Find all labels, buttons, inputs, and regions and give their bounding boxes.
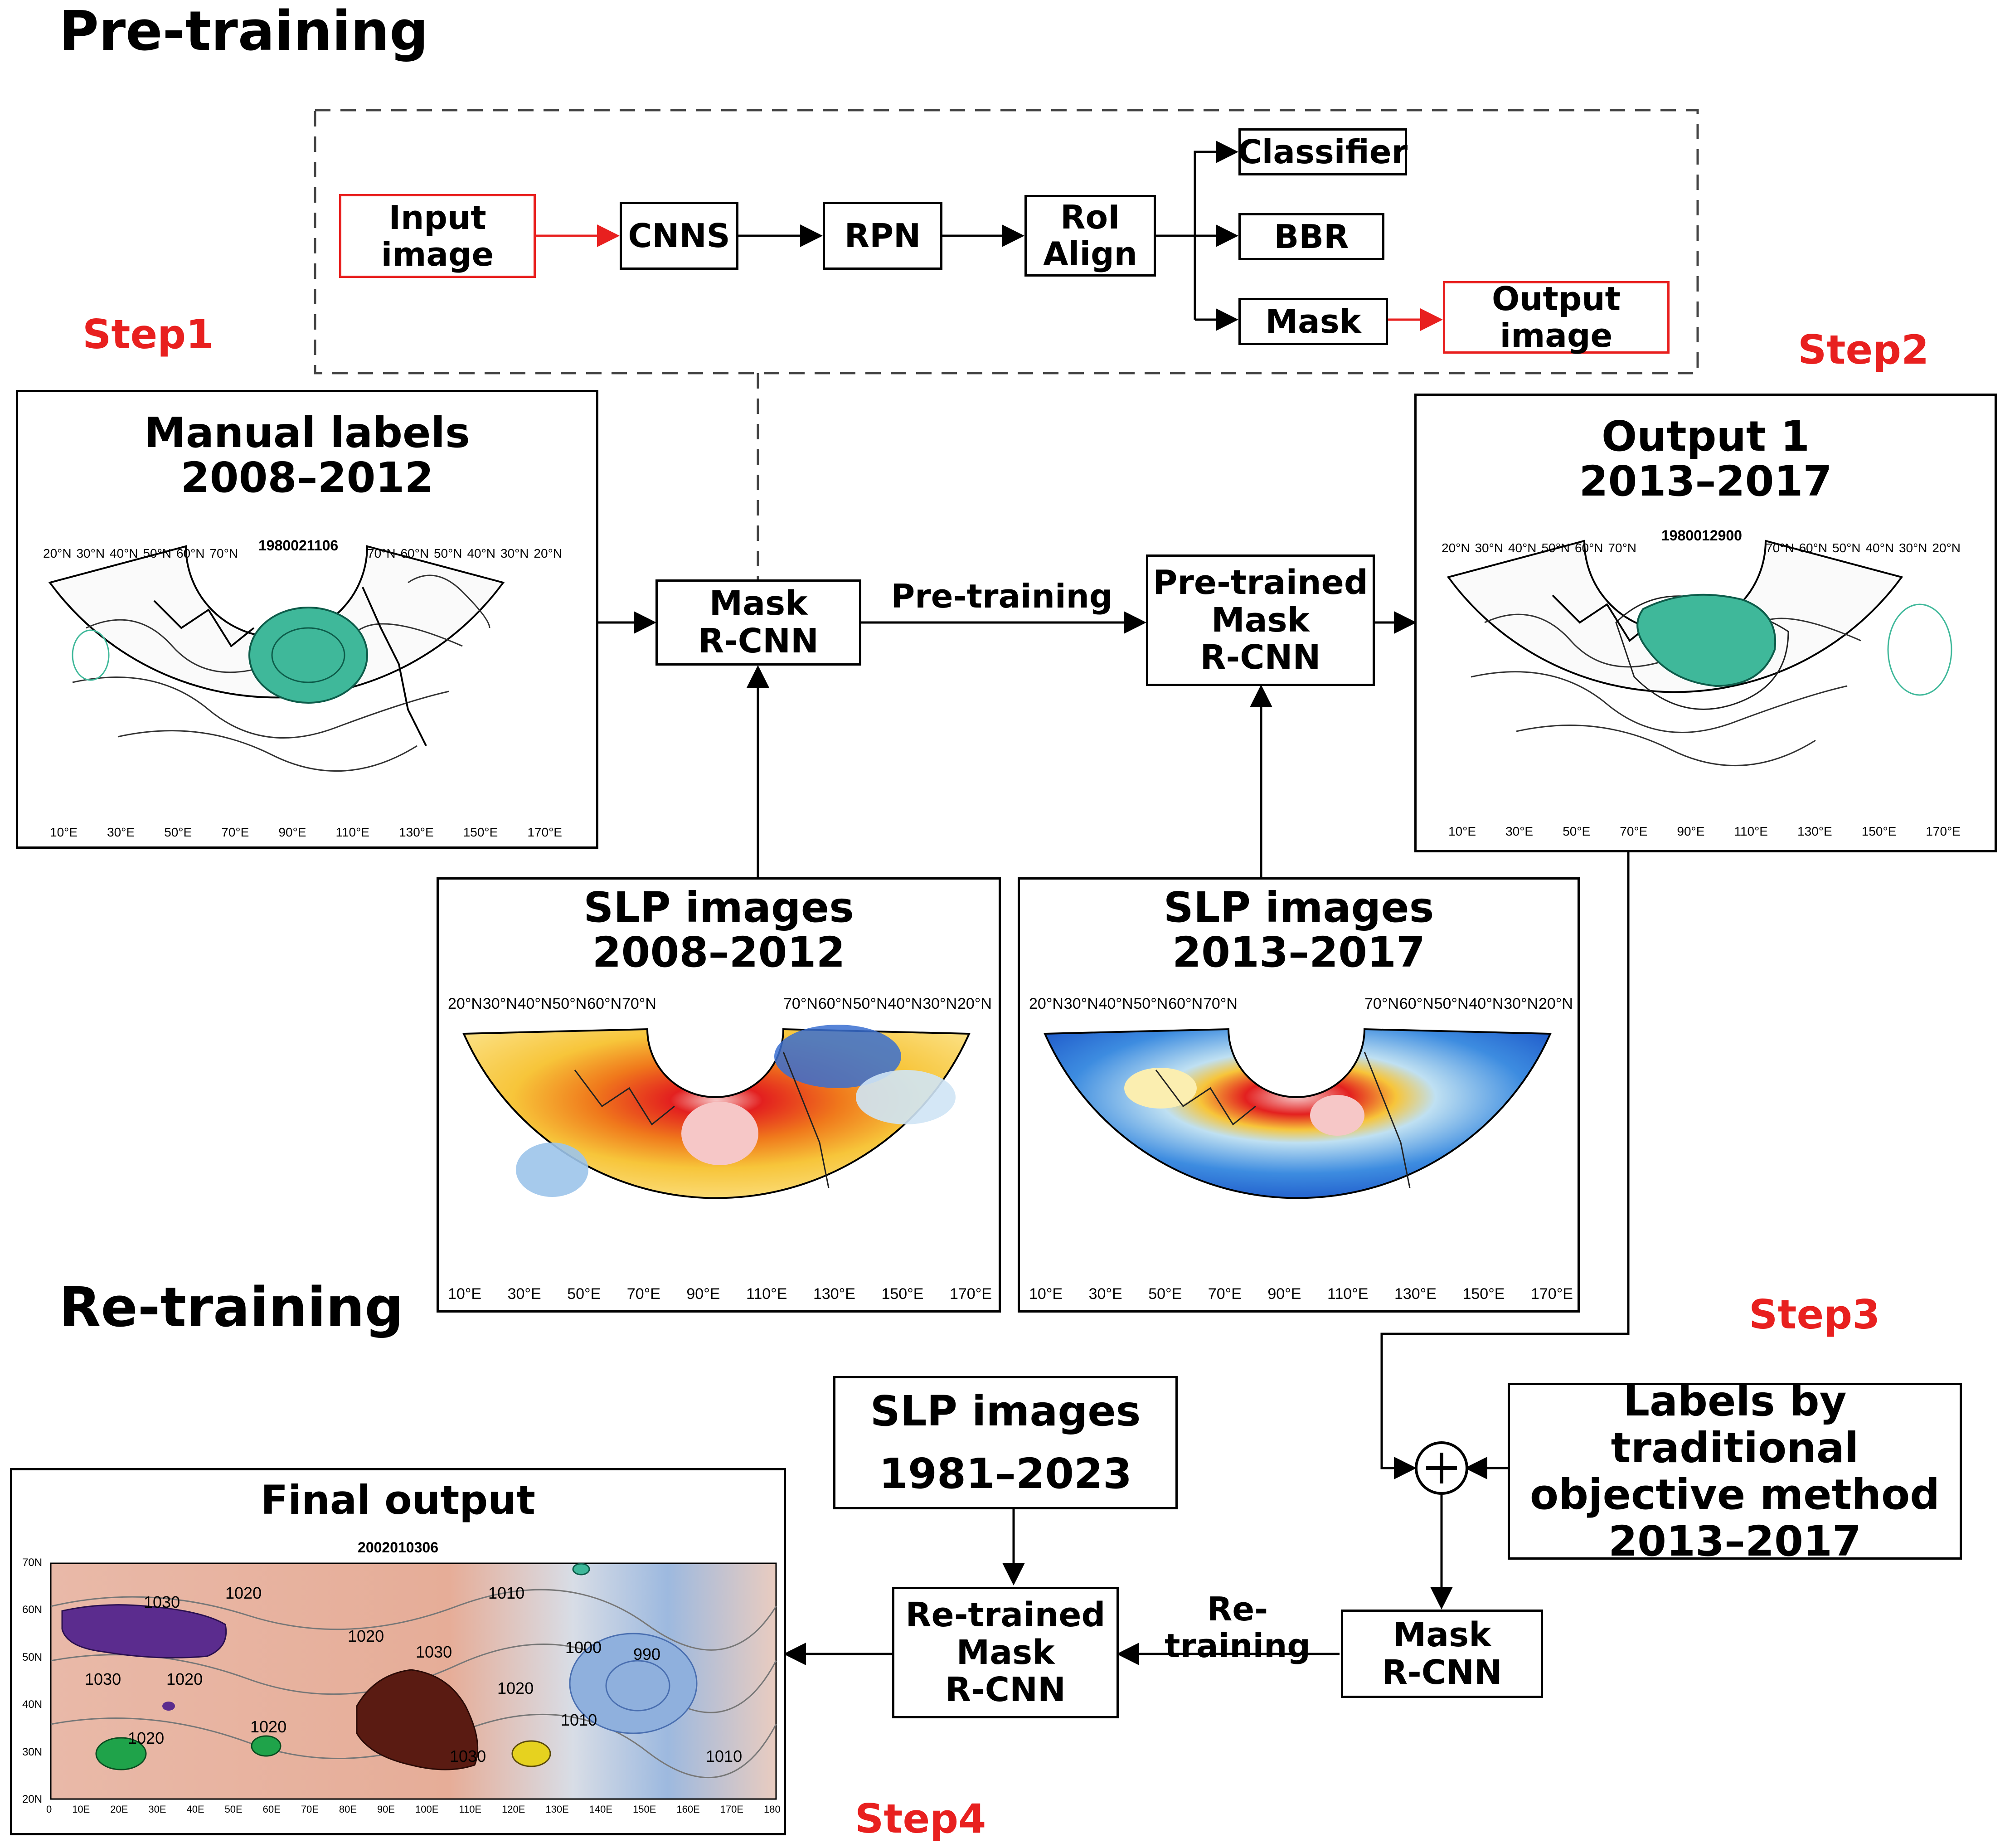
step2-label: Step2 — [1798, 326, 1929, 373]
mask-rcnn-box: Mask R-CNN — [655, 579, 861, 666]
cnns-box: CNNS — [620, 202, 738, 270]
output-image-box: Output image — [1443, 281, 1670, 354]
retraining-edge-label: Re-training — [1165, 1590, 1311, 1665]
manual-labels-map — [48, 545, 505, 772]
final-teal-region — [572, 1563, 590, 1576]
input-image-box: Input image — [339, 194, 536, 278]
final-yellow-region — [511, 1740, 551, 1767]
final-contour-labels: 1030 1020 1010 1020 1030 1020 1000 990 1… — [85, 1584, 743, 1765]
retrained-mask-rcnn-box: Re-trained Mask R-CNN — [892, 1587, 1119, 1718]
final-output-date: 2002010306 — [358, 1539, 438, 1556]
final-purple-region — [61, 1604, 227, 1658]
pretraining-title: Pre-training — [59, 0, 428, 63]
final-output-map — [50, 1562, 777, 1800]
step4-label: Step4 — [855, 1795, 986, 1842]
pretrained-mask-rcnn-box: Pre-trained Mask R-CNN — [1146, 554, 1375, 686]
output1-map — [1447, 540, 1952, 766]
pretraining-frame — [314, 109, 1699, 374]
traditional-labels-box: Labels by traditional objective method 2… — [1508, 1378, 1962, 1565]
step3-label: Step3 — [1749, 1291, 1880, 1338]
slp-2013-title: SLP images 2013–2017 — [1163, 883, 1434, 977]
output1-date: 1980012900 — [1661, 527, 1742, 544]
mask-box: Mask — [1238, 298, 1388, 345]
final-green-region-2 — [251, 1735, 282, 1757]
final-brown-region — [356, 1669, 479, 1770]
rpn-box: RPN — [823, 202, 942, 270]
mask-rcnn-retrain-box: Mask R-CNN — [1341, 1610, 1543, 1698]
final-output-panel: Final output 2002010306 1030 1020 1010 — [10, 1468, 786, 1835]
output1-mask-region — [1636, 593, 1777, 687]
output1-title: Output 1 2013–2017 — [1579, 412, 1832, 506]
final-green-region-1 — [95, 1737, 147, 1770]
slp-2013-map — [1043, 1028, 1552, 1199]
pretraining-edge-label: Pre-training — [891, 577, 1113, 615]
final-output-title: Final output — [261, 1477, 535, 1523]
bbr-box: BBR — [1238, 213, 1384, 260]
manual-labels-title: Manual labels 2008–2012 — [144, 409, 470, 502]
classifier-box: Classifier — [1238, 128, 1408, 175]
slp-images-all-box: SLP images 1981–2023 — [833, 1376, 1178, 1509]
roi-align-box: RoI Align — [1024, 195, 1156, 277]
retraining-title: Re-training — [59, 1276, 404, 1339]
manual-labels-date: 1980021106 — [258, 537, 339, 554]
manual-mask-region — [248, 607, 368, 704]
step1-label: Step1 — [83, 311, 214, 358]
slp-2008-map — [462, 1025, 971, 1199]
slp-2008-title: SLP images 2008–2012 — [583, 883, 854, 977]
